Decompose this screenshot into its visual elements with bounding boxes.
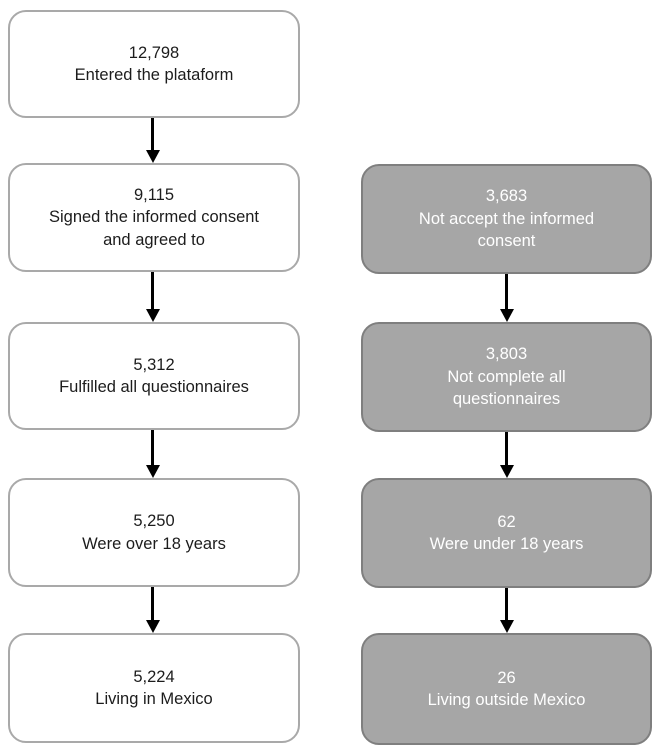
arrow-shaft <box>151 587 154 620</box>
down-arrow-icon <box>499 432 514 478</box>
arrow-head <box>145 309 160 322</box>
flow-box-not-accept-consent: 3,683 Not accept the informed consent <box>361 164 652 274</box>
arrow-shaft <box>151 272 154 309</box>
arrow-shaft <box>151 430 154 465</box>
box-label-line: questionnaires <box>452 390 561 409</box>
down-arrow-icon <box>145 587 160 633</box>
down-arrow-icon <box>499 588 514 633</box>
box-value: 3,803 <box>485 345 528 364</box>
flow-box-entered-platform: 12,798 Entered the plataform <box>8 10 300 118</box>
box-value: 5,224 <box>133 667 175 686</box>
down-arrow-icon <box>145 430 160 478</box>
box-value: 62 <box>497 512 516 531</box>
flow-box-over-18: 5,250 Were over 18 years <box>8 478 300 587</box>
flow-box-fulfilled-questionnaires: 5,312 Fulfilled all questionnaires <box>8 322 300 430</box>
arrow-head <box>499 309 514 322</box>
box-label-line: Were over 18 years <box>82 534 226 553</box>
arrow-shaft <box>505 588 508 620</box>
arrow-shaft <box>505 432 508 465</box>
arrow-head <box>145 620 160 633</box>
box-label-line: Living outside Mexico <box>427 691 586 709</box>
box-value: 26 <box>497 668 516 687</box>
arrow-shaft <box>151 118 154 150</box>
arrow-head <box>145 150 160 163</box>
box-value: 12,798 <box>128 43 180 62</box>
arrow-head <box>499 620 514 633</box>
box-label-line: Not complete all <box>447 367 566 386</box>
box-value: 5,312 <box>133 355 175 374</box>
arrow-head <box>499 465 514 478</box>
arrow-shaft <box>505 274 508 309</box>
box-label-line: consent <box>477 232 536 251</box>
down-arrow-icon <box>145 272 160 322</box>
box-value: 9,115 <box>133 185 175 204</box>
down-arrow-icon <box>145 118 160 163</box>
down-arrow-icon <box>499 274 514 322</box>
box-label-line: Fulfilled all questionnaires <box>59 378 249 396</box>
box-value: 3,683 <box>485 187 528 206</box>
arrow-head <box>145 465 160 478</box>
flow-box-signed-consent: 9,115 Signed the informed consent and ag… <box>8 163 300 272</box>
box-value: 5,250 <box>133 512 175 530</box>
box-label-line: Not accept the informed <box>418 209 595 228</box>
flow-box-living-outside-mexico: 26 Living outside Mexico <box>361 633 652 745</box>
box-label-line: and agreed to <box>103 230 205 249</box>
box-label-line: Entered the plataform <box>74 66 234 84</box>
flow-box-living-mexico: 5,224 Living in Mexico <box>8 633 300 743</box>
flow-box-under-18: 62 Were under 18 years <box>361 478 652 588</box>
box-label-line: Living in Mexico <box>95 690 213 708</box>
box-label-line: Signed the informed consent <box>48 208 260 227</box>
box-label-line: Were under 18 years <box>429 535 584 553</box>
flow-box-not-complete-questionnaires: 3,803 Not complete all questionnaires <box>361 322 652 432</box>
